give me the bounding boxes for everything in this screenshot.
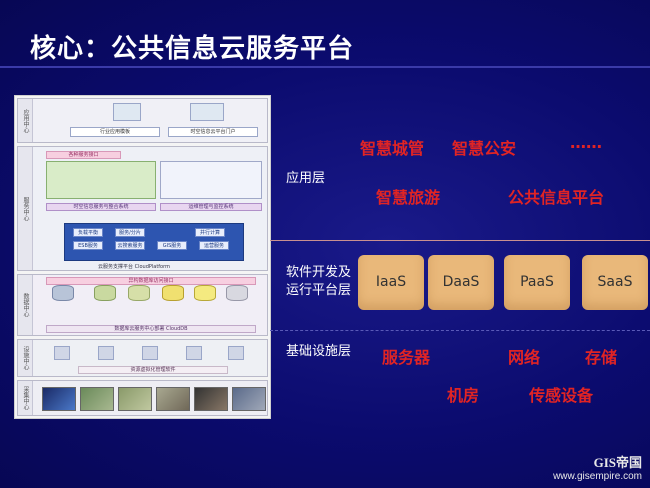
platform-box-paas: PaaS [504,255,570,310]
platform-box-saas: SaaS [582,255,648,310]
watermark: GIS帝国 www.gisempire.com [553,452,642,482]
infra-item-server: 服务器 [382,348,431,367]
diagram-layer-service: 服务中心 各种服务接口 时空信息服务与整合系统 运维管理与监控系统 负载平衡 服… [17,146,268,271]
diagram-layer-data: 数据中心 异构数据库访问接口 数据库云服务中心部署 CloudDB [17,274,268,336]
watermark-url: www.gisempire.com [553,471,642,482]
vehicle-photo [194,387,228,411]
layer-name-app: 应用层 [286,171,326,186]
aerial-photo [80,387,114,411]
app-item-smart-city: 智慧城管 [360,139,425,158]
terrain-photo [118,387,152,411]
cloud-platform-strip: 负载平衡 服务/分片 并行计算 ESB服务 云搜索服务 GIS服务 运营服务 [64,223,244,261]
cloud-platform-label: 云服务支撑平台 CloudPlatform [98,264,170,270]
db-cylinder-topic [194,285,216,301]
title-divider [0,66,650,68]
survey-photo [156,387,190,411]
service-modules-right [160,161,262,199]
db-cylinder-gis [52,285,74,301]
layer-label-app: 应用中心 [18,99,33,142]
infra-item-sensors: 传感设备 [529,386,594,405]
sensor-photo [232,387,266,411]
chip-esb: ESB服务 [73,241,103,250]
database-icon [142,346,158,360]
layer-name-infra: 基础设施层 [286,344,352,359]
server-icon [54,346,70,360]
chip-load-balance: 负载平衡 [73,228,103,237]
hetero-db-interface: 异构数据库访问接口 [46,277,256,285]
network-icon [186,346,202,360]
layer-label-acquisition: 采集中心 [18,381,33,415]
infra-item-storage: 存储 [585,348,618,367]
datacenter-icon [228,346,244,360]
service-modules-left [46,161,156,199]
portal-public-platform: 时空信息云平台门户 [168,127,258,137]
service-gateway-bar: 各种服务接口 [46,151,121,159]
app-item-ellipsis: …… [570,133,602,152]
diagram-layer-infra: 设施中心 资源虚拟化管理软件 [17,339,268,377]
platform-box-daas: DaaS [428,255,494,310]
satellite-photo [42,387,76,411]
storage-icon [98,346,114,360]
portal-industry-template: 行业应用模板 [70,127,160,137]
chip-operation: 运营服务 [199,241,229,250]
divider-app-platform [270,240,650,241]
layer-label-data: 数据中心 [18,275,33,335]
db-cylinder-other [226,285,248,301]
infra-item-network: 网络 [508,348,541,367]
app-item-public-info-platform: 公共信息平台 [508,188,605,207]
divider-platform-infra [270,330,650,331]
infra-item-datacenter: 机房 [447,386,480,405]
chip-service-shard: 服务/分片 [115,228,145,237]
virtualization-bar: 资源虚拟化管理软件 [78,366,228,374]
chip-cloud-search: 云搜索服务 [115,241,145,250]
browser-window-icon [190,103,224,121]
slide-title: 核心：公共信息云服务平台 [30,34,355,64]
ops-monitor-bar: 运维管理与监控系统 [160,203,262,211]
layer-label-service: 服务中心 [18,147,33,270]
integration-system-bar: 时空信息服务与整合系统 [46,203,156,211]
db-cylinder-realtime [162,285,184,301]
platform-box-iaas: IaaS [358,255,424,310]
layer-label-infra: 设施中心 [18,340,33,376]
architecture-diagram: 应用中心 行业应用模板 时空信息云平台门户 服务中心 各种服务接口 时空信息服务… [14,95,271,419]
db-cylinder-history [128,285,150,301]
app-item-smart-tourism: 智慧旅游 [376,188,441,207]
chip-gis: GIS服务 [157,241,187,250]
chip-parallel: 并行计算 [195,228,225,237]
phone-devices-icon [113,103,141,121]
app-item-smart-police: 智慧公安 [452,139,517,158]
watermark-logo: GIS帝国 [593,455,642,470]
cloud-db-bar: 数据库云服务中心部署 CloudDB [46,325,256,333]
diagram-layer-acquisition: 采集中心 [17,380,268,416]
diagram-layer-app: 应用中心 行业应用模板 时空信息云平台门户 [17,98,268,143]
layer-name-platform: 软件开发及运行平台层 [286,265,352,298]
db-cylinder-spatial [94,285,116,301]
